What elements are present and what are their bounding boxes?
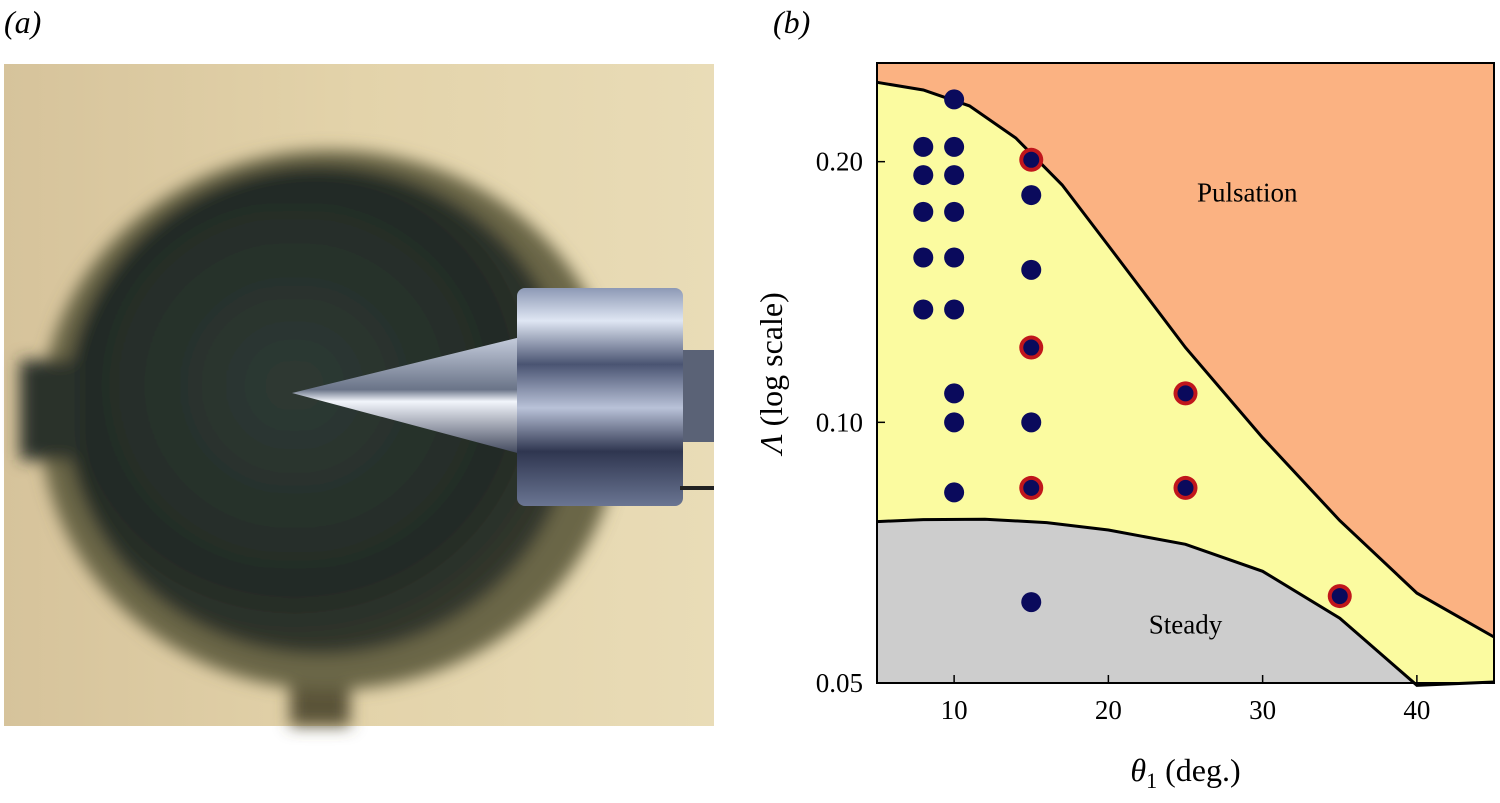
x-axis-symbol: θ bbox=[1130, 752, 1146, 788]
cone-model bbox=[292, 288, 714, 506]
y-tick-label: 0.05 bbox=[816, 668, 863, 698]
y-axis: 0.05 0.10 0.20 bbox=[816, 147, 885, 698]
x-axis-label: θ1 (deg.) bbox=[1130, 752, 1240, 793]
y-axis-unit: (log scale) bbox=[753, 292, 789, 434]
data-point bbox=[944, 247, 965, 268]
chart-regions bbox=[876, 63, 1495, 687]
data-point bbox=[1021, 185, 1042, 206]
ringed-data-point-core bbox=[1023, 151, 1040, 168]
panel-label-a: (a) bbox=[4, 4, 42, 40]
y-tick-label: 0.20 bbox=[816, 147, 863, 177]
lower-boundary-curve bbox=[876, 517, 1495, 687]
data-point bbox=[944, 412, 965, 433]
y-tick-label: 0.10 bbox=[816, 407, 863, 437]
data-point bbox=[913, 247, 934, 268]
x-axis-unit: (deg.) bbox=[1157, 752, 1241, 788]
y-axis-label: Λ (log scale) bbox=[753, 292, 789, 456]
region-pulsation bbox=[877, 63, 1494, 637]
data-point bbox=[913, 299, 934, 320]
ringed-data-point-core bbox=[1331, 588, 1348, 605]
ringed-data-point-core bbox=[1177, 385, 1194, 402]
y-axis-symbol: Λ bbox=[753, 434, 789, 457]
data-point bbox=[944, 383, 965, 404]
data-point bbox=[944, 89, 965, 110]
region-label-steady: Steady bbox=[1149, 610, 1223, 640]
ringed-data-point-core bbox=[1023, 339, 1040, 356]
data-point bbox=[913, 136, 934, 157]
ringed-data-point-core bbox=[1023, 479, 1040, 496]
data-point bbox=[913, 201, 934, 222]
x-axis-subscript: 1 bbox=[1146, 768, 1157, 793]
data-point bbox=[944, 201, 965, 222]
data-point bbox=[1021, 412, 1042, 433]
data-point bbox=[1021, 259, 1042, 280]
data-points bbox=[913, 89, 1352, 613]
panel-label-b: (b) bbox=[773, 4, 811, 40]
plot-frame bbox=[876, 62, 1495, 684]
data-point bbox=[944, 136, 965, 157]
x-tick-label: 40 bbox=[1403, 695, 1430, 725]
data-point bbox=[944, 482, 965, 503]
x-tick-label: 20 bbox=[1095, 695, 1122, 725]
data-point bbox=[1021, 592, 1042, 613]
blurred-tube bbox=[20, 150, 620, 726]
region-steady bbox=[877, 519, 1417, 686]
ringed-data-point-core bbox=[1177, 479, 1194, 496]
x-axis: 10 20 30 40 bbox=[941, 675, 1430, 725]
data-point bbox=[913, 165, 934, 186]
region-label-pulsation: Pulsation bbox=[1197, 177, 1298, 207]
data-point bbox=[944, 165, 965, 186]
x-tick-label: 10 bbox=[941, 695, 968, 725]
x-tick-label: 30 bbox=[1249, 695, 1276, 725]
data-point bbox=[944, 299, 965, 320]
